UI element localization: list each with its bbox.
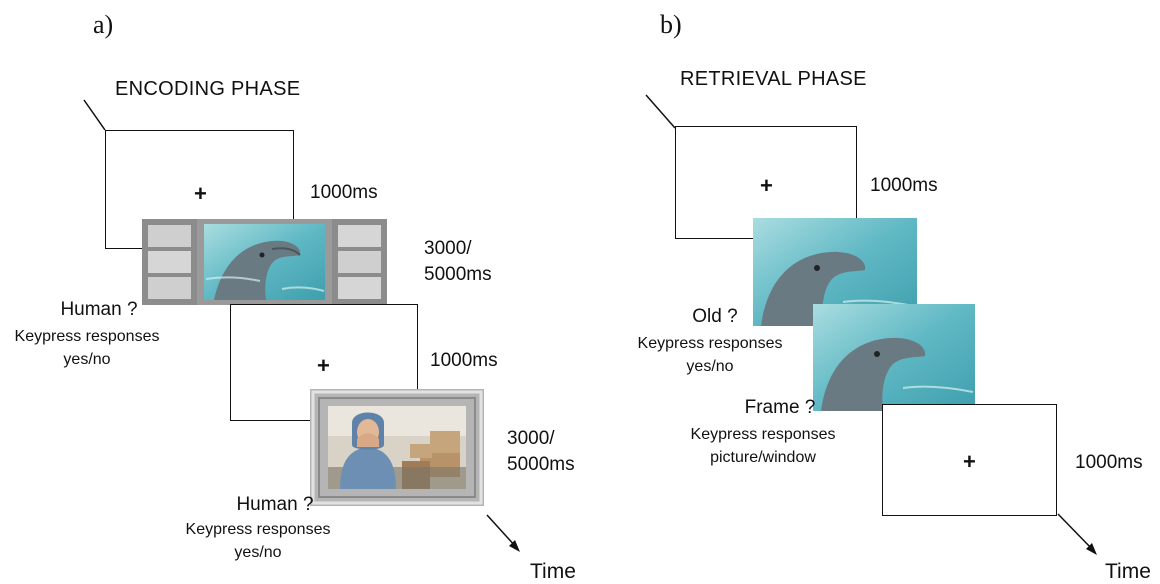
retrieval-fixation-2-duration: 1000ms bbox=[1075, 452, 1143, 473]
retrieval-question-frame: Frame ? bbox=[744, 397, 816, 418]
retrieval-time-label: Time bbox=[1105, 560, 1151, 583]
retrieval-phase-title: RETRIEVAL PHASE bbox=[680, 68, 867, 90]
encoding-stimulus-1-duration: 3000/ 5000ms bbox=[424, 238, 492, 285]
fixation-cross: + bbox=[963, 449, 976, 474]
picture-framed-human-image bbox=[310, 389, 484, 506]
panel-b-time-axis-start bbox=[645, 94, 676, 129]
encoding-response-2: Keypress responses yes/no bbox=[185, 521, 331, 562]
encoding-time-label: Time bbox=[530, 560, 576, 583]
panel-b-letter: b) bbox=[660, 10, 682, 39]
retrieval-fixation-screen-2: + bbox=[882, 404, 1057, 516]
panel-b-time-arrow bbox=[1057, 513, 1094, 551]
panel-a-letter: a) bbox=[93, 10, 114, 39]
encoding-question-1: Human ? bbox=[60, 299, 138, 320]
window-framed-dolphin-image bbox=[142, 219, 387, 305]
encoding-fixation-2-duration: 1000ms bbox=[430, 350, 498, 371]
retrieval-response-frame: Keypress responses picture/window bbox=[690, 426, 836, 467]
retrieval-response-old: Keypress responses yes/no bbox=[637, 335, 783, 376]
retrieval-question-old: Old ? bbox=[692, 306, 738, 327]
fixation-cross: + bbox=[760, 173, 773, 198]
encoding-response-1: Keypress responses yes/no bbox=[14, 328, 160, 369]
encoding-stimulus-2-duration: 3000/ 5000ms bbox=[507, 428, 575, 475]
panel-a-time-axis-start bbox=[83, 99, 106, 131]
encoding-fixation-1-duration: 1000ms bbox=[310, 182, 378, 203]
encoding-question-2: Human ? bbox=[236, 494, 314, 515]
retrieval-fixation-1-duration: 1000ms bbox=[870, 175, 938, 196]
retrieval-dolphin-image-2 bbox=[813, 304, 975, 411]
encoding-phase-title: ENCODING PHASE bbox=[115, 78, 301, 100]
fixation-cross: + bbox=[317, 353, 330, 378]
panel-b-time-arrowhead bbox=[1086, 543, 1097, 555]
fixation-cross: + bbox=[194, 181, 207, 206]
panel-a-time-arrowhead bbox=[509, 540, 520, 552]
panel-a-time-arrow bbox=[486, 514, 518, 549]
